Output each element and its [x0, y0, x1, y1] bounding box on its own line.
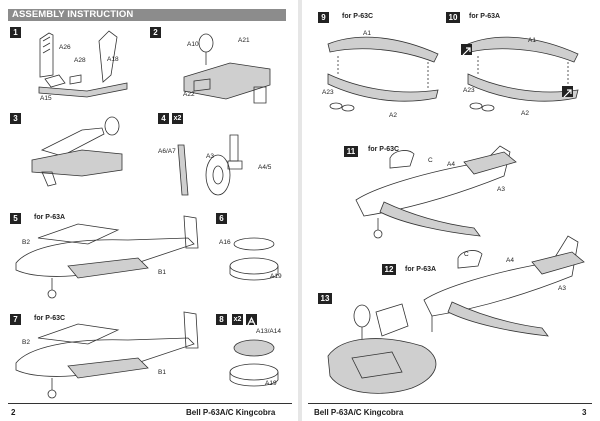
step-12-version: for P-63A: [405, 266, 437, 273]
footer-rule-right: [308, 403, 592, 404]
page-title: ASSEMBLY INSTRUCTION: [12, 9, 134, 20]
step-4-label-a4-5: A4/5: [258, 164, 272, 171]
step-2-diagram: [183, 33, 271, 104]
step-11-label-a3: A3: [497, 186, 505, 193]
step-12-diagram: [423, 235, 585, 337]
step-12-label-c: C: [464, 251, 469, 258]
step-11-badge: 11: [344, 146, 358, 157]
step-1-diagram: [38, 30, 128, 98]
step-5-badge: 5: [10, 213, 21, 224]
step-4-label-a6-a7: A6/A7: [158, 148, 176, 155]
page-number-left: 2: [11, 408, 16, 417]
step-8-diagram: [229, 339, 279, 387]
step-10-label-a23: A23: [463, 87, 475, 94]
step-9-version: for P-63C: [342, 13, 374, 20]
step-1-badge: 1: [10, 27, 21, 38]
footer-title-right: Bell P-63A/C Kingcobra: [314, 408, 404, 417]
right-page: 9 for P-63C A1 A23 A2 10 for P-63A A1 A2…: [300, 0, 600, 421]
step-8-label-a13-a14: A13/A14: [256, 328, 281, 335]
step-7-label-b1: B1: [158, 369, 166, 376]
step-2-label-a10: A10: [187, 41, 199, 48]
step-11-label-c: C: [428, 157, 433, 164]
step-5-label-b1: B1: [158, 269, 166, 276]
step-9-label-a23: A23: [322, 89, 334, 96]
step-4-multiplier: x2: [172, 113, 183, 124]
step-10-diagram: [467, 36, 579, 112]
step-5-version: for P-63A: [34, 214, 66, 221]
step-3-diagram: [31, 116, 123, 187]
step-2-label-a22: A22: [183, 91, 195, 98]
step-5-label-b2: B2: [22, 239, 30, 246]
step-1-label-a15: A15: [40, 95, 52, 102]
step-9-badge: 9: [318, 12, 329, 23]
page-gutter: [298, 0, 302, 421]
footer-rule: [8, 403, 292, 404]
step-12-badge: 12: [382, 264, 396, 275]
step-9-diagram: [327, 36, 439, 112]
step-7-badge: 7: [10, 314, 21, 325]
step-4-diagram: [177, 134, 243, 196]
step-7-diagram: [15, 311, 199, 399]
step-11-label-a4: A4: [447, 161, 455, 168]
step-10-label-a2: A2: [521, 110, 529, 117]
step-11-diagram: [355, 145, 517, 239]
left-page: ASSEMBLY INSTRUCTION 1 A26 A28 A18 A15 2…: [8, 9, 292, 417]
step-13-badge: 13: [318, 293, 332, 304]
step-6-label-a19: A19: [270, 273, 282, 280]
step-4-label-a3: A3: [206, 153, 214, 160]
step-7-version: for P-63C: [34, 315, 66, 322]
step-4-badge: 4: [158, 113, 169, 124]
step-8-label-a19: A19: [265, 380, 277, 387]
step-9-label-a2: A2: [389, 112, 397, 119]
cut-detail-icon-2: [562, 86, 573, 98]
step-1-label-a26: A26: [59, 44, 71, 51]
step-8-multiplier: x2: [232, 314, 243, 325]
step-10-label-a1: A1: [528, 37, 536, 44]
footer-title-left: Bell P-63A/C Kingcobra: [186, 408, 276, 417]
step-7-label-b2: B2: [22, 339, 30, 346]
step-13-diagram: [327, 303, 437, 394]
page-number-right: 3: [582, 408, 587, 417]
step-5-diagram: [15, 215, 199, 299]
step-11-version: for P-63C: [368, 146, 400, 153]
step-12-label-a3: A3: [558, 285, 566, 292]
symmetric-parts-icon: [246, 314, 257, 326]
step-6-label-a16: A16: [219, 239, 231, 246]
step-6-diagram: [229, 237, 279, 281]
step-1-label-a28: A28: [74, 57, 86, 64]
step-9-label-a1: A1: [363, 30, 371, 37]
step-3-badge: 3: [10, 113, 21, 124]
step-8-badge: 8: [216, 314, 227, 325]
header-bar: [8, 9, 286, 21]
cut-detail-icon: [461, 44, 472, 56]
step-1-label-a18: A18: [107, 56, 119, 63]
step-12-label-a4: A4: [506, 257, 514, 264]
step-10-badge: 10: [446, 12, 460, 23]
step-6-badge: 6: [216, 213, 227, 224]
step-2-badge: 2: [150, 27, 161, 38]
step-2-label-a21: A21: [238, 37, 250, 44]
step-10-version: for P-63A: [469, 13, 501, 20]
